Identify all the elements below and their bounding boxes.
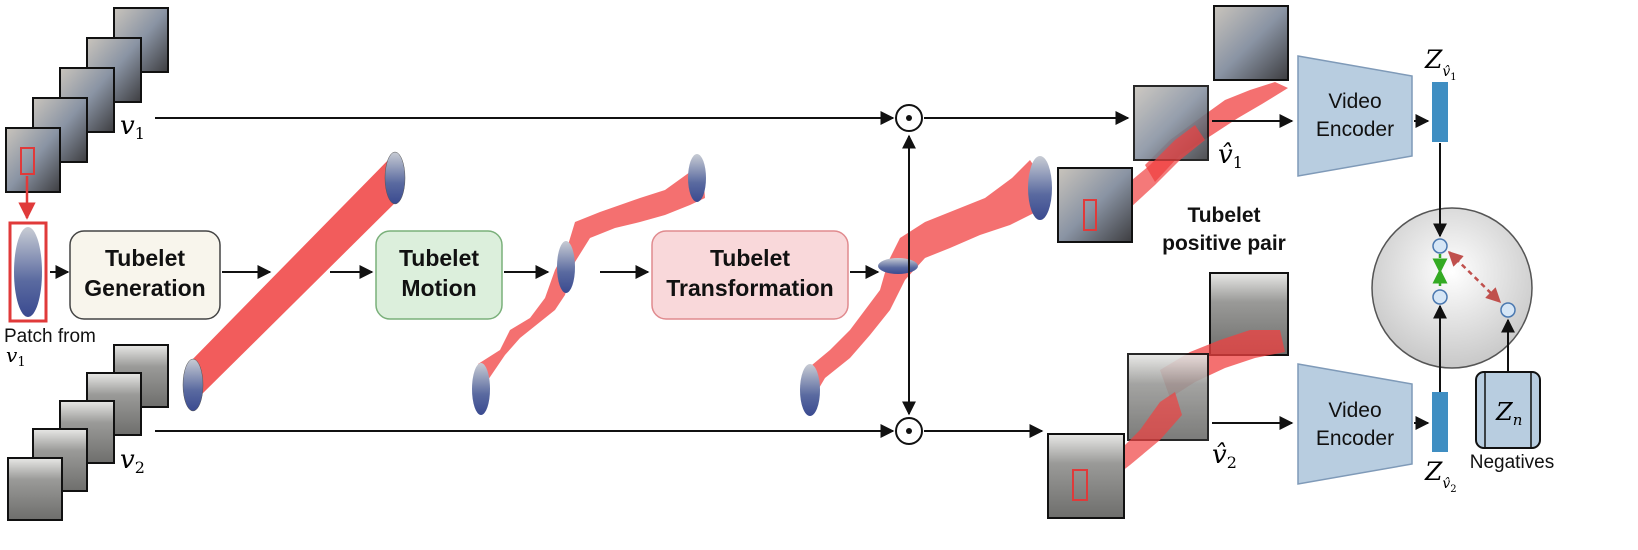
augmented-video-v1-frames — [1057, 5, 1289, 243]
negative-repel-link — [1447, 250, 1502, 304]
v1-hat-label: v̂1 — [1218, 140, 1243, 172]
patch-caption-var: v1 — [6, 343, 26, 370]
positive-pair-label-line2: positive pair — [1162, 232, 1286, 255]
patch-from-v1 — [8, 221, 48, 323]
svg-text:Video: Video — [1328, 90, 1381, 113]
svg-text:Video: Video — [1328, 399, 1381, 422]
tubelet-transformation-box: Tubelet Transformation — [651, 230, 849, 320]
transformed-tubelet — [800, 156, 1052, 416]
augmented-video-v2-frames — [1047, 272, 1289, 519]
svg-text:Generation: Generation — [84, 275, 205, 301]
z-bottom-label: Zv̂2 — [1424, 457, 1457, 495]
combine-node-top — [895, 104, 923, 132]
svg-text:Encoder: Encoder — [1316, 427, 1394, 450]
combine-node-bottom — [895, 417, 923, 445]
svg-text:Tubelet: Tubelet — [710, 245, 790, 271]
video-v1-frames — [5, 7, 169, 193]
negatives-bank: Zn — [1475, 371, 1541, 449]
v2-label: v2 — [120, 445, 145, 477]
svg-text:Tubelet: Tubelet — [105, 245, 185, 271]
tubelet-generation-box: Tubelet Generation — [69, 230, 221, 320]
v2-hat-label: v̂2 — [1212, 440, 1237, 472]
patch-caption: Patch from — [4, 326, 96, 347]
straight-tubelet — [182, 151, 406, 412]
video-encoder-bottom: Video Encoder — [1297, 363, 1413, 485]
video-encoder-top: Video Encoder — [1297, 55, 1413, 177]
negatives-label: Negatives — [1470, 452, 1555, 473]
tubelet-motion-box: Tubelet Motion — [375, 230, 503, 320]
svg-text:Tubelet: Tubelet — [399, 245, 479, 271]
embedding-bottom-bar — [1432, 392, 1448, 452]
svg-text:Encoder: Encoder — [1316, 118, 1394, 141]
z-top-label: Zv̂1 — [1424, 45, 1457, 83]
negative-embedding-point — [1500, 302, 1516, 318]
svg-text:Motion: Motion — [401, 275, 476, 301]
anchor-embedding-point — [1432, 238, 1448, 254]
positive-pair-label-line1: Tubelet — [1187, 204, 1260, 227]
v1-label: v1 — [120, 111, 145, 143]
svg-text:Transformation: Transformation — [666, 275, 833, 301]
motion-tubelet — [472, 154, 706, 415]
embedding-top-bar — [1432, 82, 1448, 142]
video-v2-frames — [7, 344, 169, 521]
zn-label: Zn — [1495, 398, 1522, 429]
positive-embedding-point — [1432, 289, 1448, 305]
